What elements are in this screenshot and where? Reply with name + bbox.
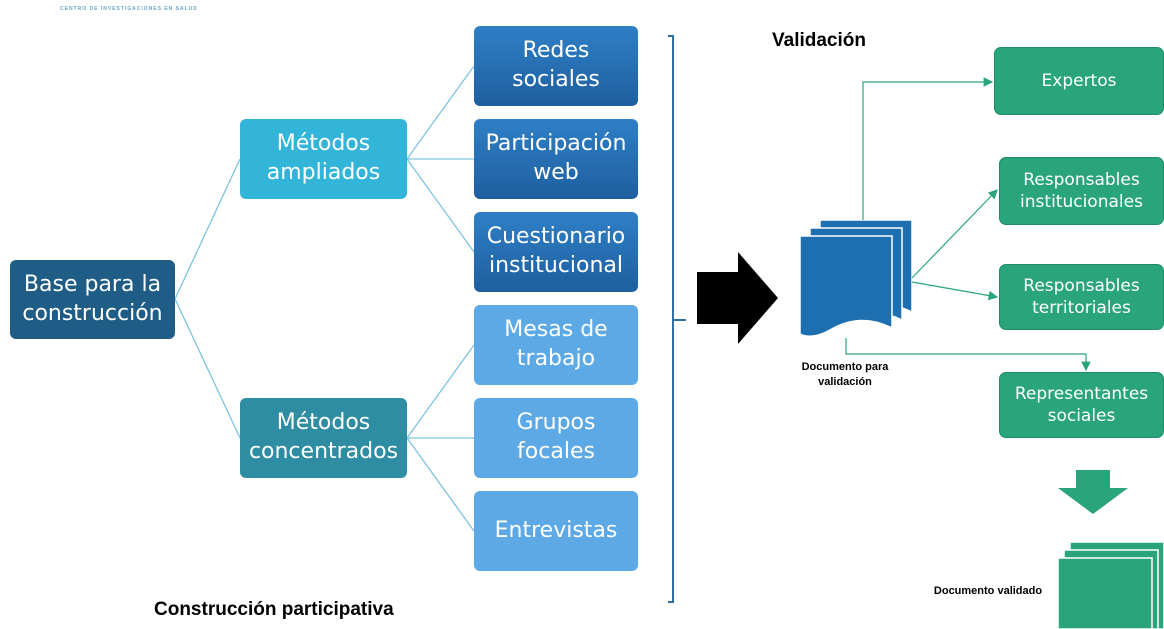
section-bracket bbox=[668, 35, 686, 603]
node-expertos: Expertos bbox=[994, 47, 1164, 115]
validation-connectors bbox=[845, 77, 1091, 372]
header-text: CENTRO DE INVESTIGACIONES EN SALUD bbox=[60, 6, 198, 12]
document-icon bbox=[799, 219, 913, 337]
big-right-arrow bbox=[697, 252, 778, 344]
validation-title: Validación bbox=[772, 30, 866, 51]
node-responsables-territoriales: Responsables territoriales bbox=[999, 264, 1164, 330]
tree-connectors bbox=[174, 65, 475, 532]
validated-document-icon bbox=[1057, 541, 1164, 629]
node-representantes-sociales: Representantes sociales bbox=[999, 372, 1164, 438]
node-mesas-de-trabajo: Mesas de trabajo bbox=[474, 305, 638, 385]
node-cuestionario-institucional: Cuestionario institucional bbox=[474, 212, 638, 292]
document-label: Documento para validación bbox=[801, 361, 889, 388]
node-responsables-institucionales: Responsables institucionales bbox=[999, 157, 1164, 225]
down-arrow bbox=[1058, 470, 1128, 514]
node-metodos-ampliados: Métodos ampliados bbox=[240, 119, 407, 199]
validated-document-label: Documento validado bbox=[933, 585, 1043, 597]
root-node-base: Base para la construcción bbox=[10, 260, 175, 339]
node-metodos-concentrados: Métodos concentrados bbox=[240, 398, 407, 478]
construction-caption: Construcción participativa bbox=[154, 599, 394, 620]
node-redes-sociales: Redes sociales bbox=[474, 26, 638, 106]
node-participacion-web: Participación web bbox=[474, 119, 638, 199]
node-grupos-focales: Grupos focales bbox=[474, 398, 638, 478]
node-entrevistas: Entrevistas bbox=[474, 491, 638, 571]
